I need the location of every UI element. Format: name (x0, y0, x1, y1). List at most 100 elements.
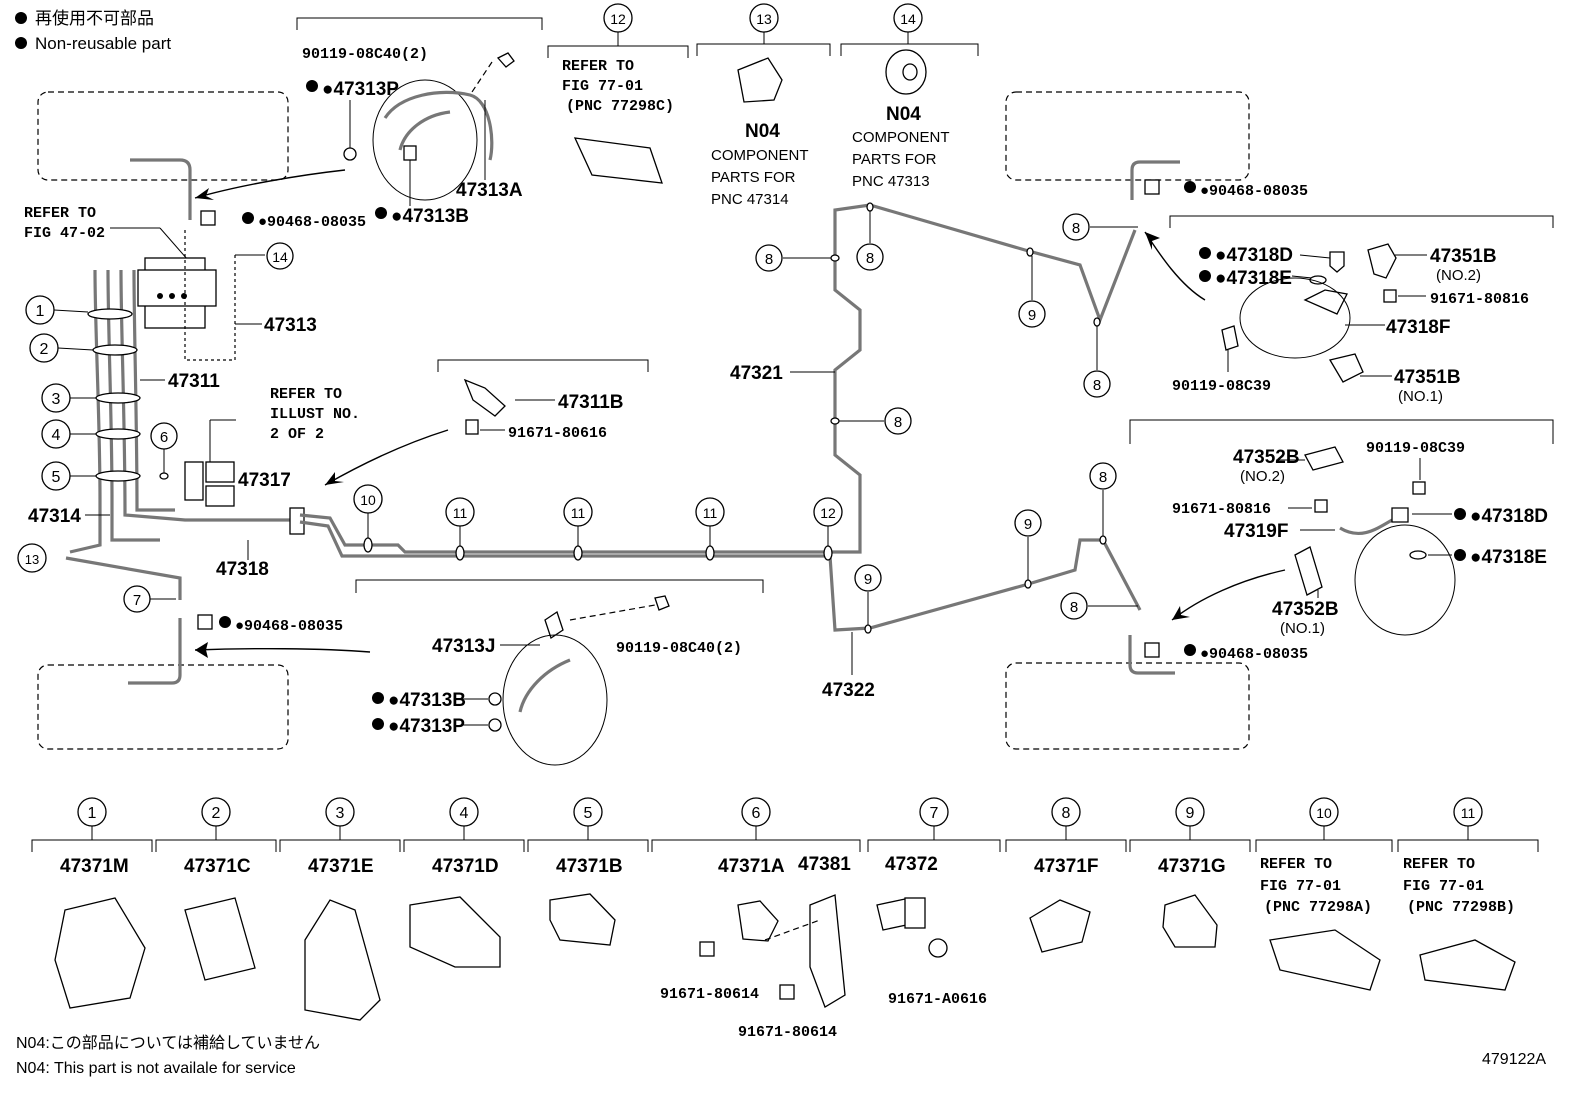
svg-text:8: 8 (1099, 469, 1107, 486)
callout-9 (1014, 509, 1042, 537)
clip-icon (409, 896, 501, 968)
footnote-en: N04: This part is not availale for servi… (16, 1060, 296, 1077)
hose-icon (544, 610, 564, 640)
refer-illust-l2: ILLUST NO. (270, 406, 360, 423)
bullet-icon (219, 616, 231, 628)
clip-icon (304, 899, 381, 1021)
n04-13-t3: PNC 47314 (711, 191, 789, 208)
label-47311: 47311 (168, 371, 220, 392)
label-90468-tl: ●90468-08035 (258, 214, 366, 231)
bullet-icon (1454, 549, 1466, 561)
svg-text:11: 11 (571, 505, 586, 521)
bottom-part-4: 47371D (432, 856, 499, 877)
label-47314: 47314 (28, 506, 81, 527)
refer77-12-l1: REFER TO (562, 58, 634, 75)
label-47318: 47318 (216, 559, 269, 580)
label-47317: 47317 (238, 470, 291, 491)
clip-icon (200, 210, 216, 226)
wheel-rear-left (37, 664, 289, 750)
bottom-part-10-l3: (PNC 77298A) (1264, 899, 1372, 916)
bolt-icon (496, 52, 515, 68)
svg-text:4: 4 (52, 427, 61, 444)
bracket-icon (1367, 243, 1397, 279)
bracket-icon (1294, 546, 1323, 596)
svg-text:8: 8 (1070, 599, 1078, 616)
label-90468-br: ●90468-08035 (1200, 646, 1308, 663)
label-90468-tr: ●90468-08035 (1200, 183, 1308, 200)
bullet-icon (1454, 508, 1466, 520)
n04-14: N04 (886, 104, 921, 125)
callout-11 (563, 497, 593, 527)
bullet-icon (1184, 181, 1196, 193)
bolt-icon (928, 938, 948, 958)
bottom-part-11-l1: REFER TO (1403, 856, 1475, 873)
bullet-icon (372, 692, 384, 704)
callout-8 (1089, 462, 1117, 490)
label-47321: 47321 (730, 363, 783, 384)
callout-4 (41, 419, 71, 449)
figure-id: 479122A (1482, 1051, 1546, 1068)
bullet-icon (15, 37, 27, 49)
svg-text:2: 2 (40, 341, 49, 358)
label-47351B-1: 47351B (1394, 367, 1461, 388)
callout-12 (813, 497, 843, 527)
svg-text:3: 3 (336, 805, 345, 822)
label-91671-80816-tr: 91671-80816 (1430, 291, 1529, 308)
svg-text:8: 8 (1093, 377, 1101, 394)
clip-icon (463, 378, 506, 417)
svg-text:7: 7 (133, 592, 141, 609)
bracket-icon (737, 900, 779, 942)
svg-text:9: 9 (1024, 516, 1032, 533)
bottom-parts-row: 1 47371M 2 47371C 3 47371E 4 47371D 5 47… (31, 797, 1539, 1041)
callout-1 (25, 295, 55, 325)
abs-actuator-group: REFER TO FIG 47-02 14 47313 (24, 205, 317, 361)
wheel-rear-right (1005, 662, 1250, 750)
svg-text:10: 10 (360, 492, 376, 508)
label-47352B-2: 47352B (1233, 447, 1300, 468)
label-47352B-2n: (NO.2) (1240, 468, 1285, 485)
bolt-icon (1383, 289, 1397, 303)
clip-icon (1029, 899, 1091, 953)
clip-icon (197, 614, 213, 630)
callout-11 (695, 497, 725, 527)
wheel-outlines (37, 91, 1250, 750)
left-pipe-bundle: 1 2 3 4 5 47311 6 47314 47317 47318 (25, 269, 305, 580)
label-47318F: 47318F (1386, 317, 1450, 338)
label-47313: 47313 (264, 315, 317, 336)
refer-illust-l3: 2 OF 2 (270, 426, 324, 443)
47311b-group: 47311B 91671-80616 (324, 359, 649, 486)
callout-8 (1083, 370, 1111, 398)
bullet-icon (306, 80, 318, 92)
svg-text:2: 2 (212, 805, 221, 822)
callout-9 (854, 564, 882, 592)
clip-icon (1269, 929, 1381, 991)
label-47318D-tr: ●47318D (1215, 245, 1293, 266)
top-callout-13: 13 N04 COMPONENT PARTS FOR PNC 47314 (696, 3, 831, 208)
bolt-icon (465, 419, 479, 435)
rear-right-group: 47352B (NO.2) 90119-08C39 91671-80816 47… (1128, 419, 1554, 675)
svg-text:9: 9 (1028, 307, 1036, 324)
bullet-icon (1199, 247, 1211, 259)
bolt-icon (1314, 499, 1328, 513)
svg-text:13: 13 (25, 552, 39, 567)
bottom-part-6b: 47381 (798, 854, 851, 875)
footnotes: N04:この部品については補給していません N04: This part is … (16, 1034, 1546, 1077)
clip-icon (54, 897, 146, 1009)
bracket-icon (1328, 353, 1364, 383)
bottom-part-11-l3: (PNC 77298B) (1407, 899, 1515, 916)
n04-14-t3: PNC 47313 (852, 173, 930, 190)
label-90119-08C39-tr: 90119-08C39 (1172, 378, 1271, 395)
bolt-icon (403, 145, 417, 161)
svg-text:6: 6 (752, 805, 761, 822)
label-91671-80816-br: 91671-80816 (1172, 501, 1271, 518)
callout-8 (1060, 592, 1088, 620)
callout-8 (755, 244, 783, 272)
bolt-icon (699, 941, 715, 957)
callout-8 (884, 407, 912, 435)
bullet-icon (1184, 644, 1196, 656)
bolt-icon (779, 984, 795, 1000)
bracket-icon (809, 894, 846, 1008)
label-90119-08C40-bot: 90119-08C40(2) (616, 640, 742, 657)
label-91671-80616: 91671-80616 (508, 425, 607, 442)
